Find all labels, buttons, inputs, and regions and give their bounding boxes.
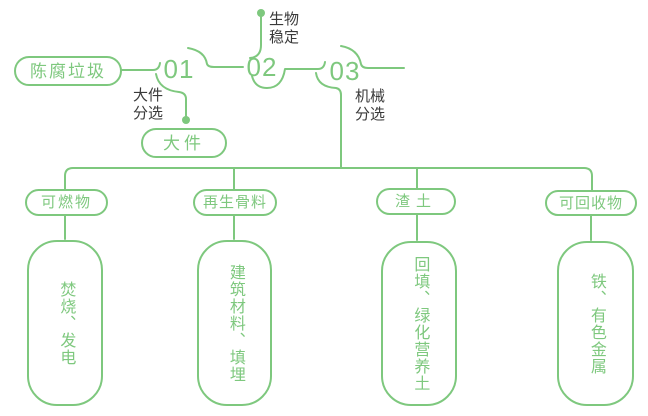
branch-03-down [315,72,342,169]
detail-text-slag-soil: 回填、绿化营养土 [411,255,429,392]
arc-02 [251,61,326,89]
node-dot-02 [257,9,265,17]
step-label-bio-stabilization: 生物稳定 [269,11,300,46]
line-02-from-top [249,16,262,59]
distribution-line [64,167,593,191]
step-label-mechanical-sorting: 机械分选 [355,88,386,123]
arc-03 [340,45,405,69]
detail-box-recycled-aggregate: 建筑材料、填埋 [197,240,272,406]
step-number-01: 01 [163,54,195,84]
category-pill-combustibles: 可燃物 [25,189,108,216]
detail-text-combustibles: 焚烧、发电 [57,280,75,366]
category-pill-slag-soil: 渣土 [376,188,456,215]
detail-box-recyclables: 铁、有色金属 [557,241,634,406]
category-pill-recycled-aggregate: 再生骨料 [193,189,277,216]
detail-text-recycled-aggregate: 建筑材料、填埋 [226,263,244,383]
detail-text-recyclables: 铁、有色金属 [587,272,605,375]
output-pill-bulky: 大件 [141,128,227,158]
category-pill-recyclables: 可回收物 [545,190,637,216]
line-source-to-01 [121,62,161,71]
node-dot-01 [182,116,190,124]
step-label-bulky-sorting: 大件分选 [133,87,164,122]
detail-box-combustibles: 焚烧、发电 [27,240,103,406]
source-pill: 陈腐垃圾 [14,56,122,86]
step-number-02: 02 [246,52,278,82]
detail-box-slag-soil: 回填、绿化营养土 [381,241,457,406]
step-number-03: 03 [329,56,361,86]
branch-01-down [155,73,187,117]
arc-01 [187,47,244,68]
